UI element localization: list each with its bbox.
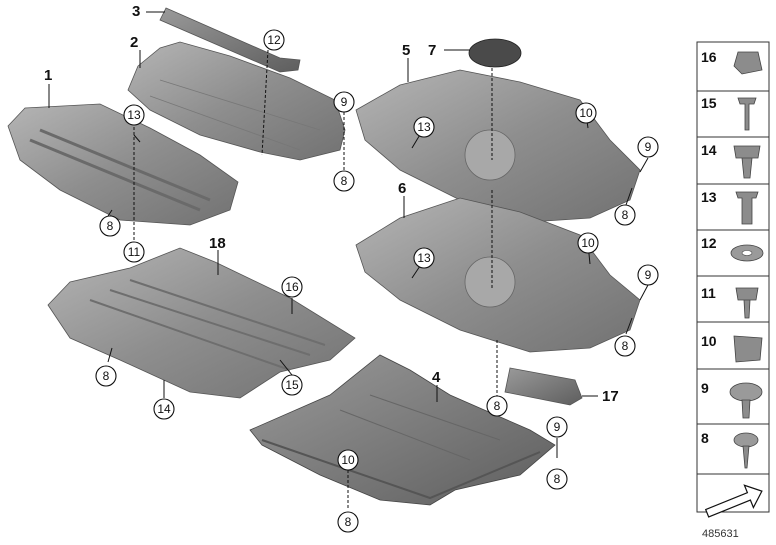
callouts: 8 8 8 8 8 8 8 8 8 9 9 9 9 10 10 10 11 12… [95,29,659,533]
callout-9: 9 [546,416,568,438]
label-part-1: 1 [44,67,52,84]
callout-10: 10 [337,449,359,471]
callout-13: 13 [413,247,435,269]
svg-text:13: 13 [701,189,717,205]
callout-12: 12 [263,29,285,51]
callout-11: 11 [123,241,145,263]
callout-10: 10 [575,102,597,124]
legend-item-8: 8 [697,430,769,475]
callout-8: 8 [333,170,355,192]
svg-text:8: 8 [554,472,561,486]
part-3-bracket [159,7,301,73]
bolt-11-icon [735,287,759,319]
part-2-panel [127,41,346,161]
label-part-6: 6 [398,180,406,197]
label-part-18: 18 [209,235,226,252]
legend-item-12: 12 [697,235,769,277]
callout-16: 16 [281,276,303,298]
svg-text:14: 14 [157,402,171,416]
orientation-arrow-icon [704,484,763,518]
clip-9-icon [729,382,763,402]
callout-8: 8 [337,511,359,533]
svg-text:15: 15 [285,378,299,392]
callout-8: 8 [546,468,568,490]
label-part-3: 3 [132,3,140,20]
svg-text:8: 8 [345,515,352,529]
label-part-4: 4 [432,369,441,386]
nut-14-icon [733,145,761,179]
label-part-5: 5 [402,42,410,59]
callout-8: 8 [486,395,508,417]
clip-10-icon [733,335,763,363]
fastener-legend: 16 15 14 13 12 11 [696,41,770,518]
nut-16-icon [733,51,763,75]
svg-text:8: 8 [107,219,114,233]
callout-8: 8 [614,204,636,226]
callout-13: 13 [413,116,435,138]
svg-text:11: 11 [701,285,716,301]
svg-text:12: 12 [267,33,281,47]
legend-item-9: 9 [697,380,769,425]
svg-text:8: 8 [701,430,709,446]
svg-text:9: 9 [645,140,652,154]
svg-text:8: 8 [103,369,110,383]
part-4-frame [249,354,556,506]
leader-lines [48,11,649,458]
svg-text:16: 16 [701,49,717,65]
part-labels: 1 2 3 4 5 6 7 17 18 [44,3,619,405]
svg-text:8: 8 [622,339,629,353]
svg-text:15: 15 [701,95,717,111]
callout-9: 9 [333,91,355,113]
reference-lines [133,49,498,510]
callout-9: 9 [637,264,659,286]
svg-text:10: 10 [581,236,595,250]
svg-text:10: 10 [341,453,355,467]
svg-text:9: 9 [341,95,348,109]
legend-item-10: 10 [697,333,769,370]
callout-13: 13 [123,104,145,126]
diagram-number: 485631 [702,528,739,540]
legend-item-13: 13 [697,189,769,231]
svg-text:11: 11 [128,245,141,259]
part-1-panel [7,103,239,226]
callout-14: 14 [153,398,175,420]
svg-text:13: 13 [417,120,431,134]
legend-item-14: 14 [697,142,769,185]
part-5-panel [355,69,641,223]
callout-8: 8 [95,365,117,387]
callout-8: 8 [99,215,121,237]
callout-9: 9 [637,136,659,158]
label-part-7: 7 [428,42,436,59]
svg-text:10: 10 [701,333,717,349]
part-18-panel [47,247,356,399]
bolt-15-icon [737,97,757,131]
part-17-block [504,367,583,406]
screw-8-icon [733,432,759,448]
svg-text:14: 14 [701,142,717,158]
label-part-17: 17 [602,388,619,405]
svg-text:16: 16 [285,280,299,294]
sleeve-13-icon [735,191,759,225]
svg-text:13: 13 [127,108,141,122]
callout-8: 8 [614,335,636,357]
legend-item-16: 16 [697,49,769,92]
svg-text:8: 8 [341,174,348,188]
legend-item-15: 15 [697,95,769,138]
part-6-panel [355,197,641,353]
svg-text:9: 9 [554,420,561,434]
svg-text:8: 8 [494,399,501,413]
label-part-2: 2 [130,34,138,51]
callout-10: 10 [577,232,599,254]
svg-text:10: 10 [579,106,593,120]
callout-15: 15 [281,374,303,396]
part-7-pad [468,38,522,68]
svg-text:8: 8 [622,208,629,222]
svg-text:9: 9 [701,380,709,396]
svg-text:9: 9 [645,268,652,282]
svg-text:13: 13 [417,251,431,265]
svg-text:12: 12 [701,235,717,251]
legend-item-11: 11 [697,285,769,323]
